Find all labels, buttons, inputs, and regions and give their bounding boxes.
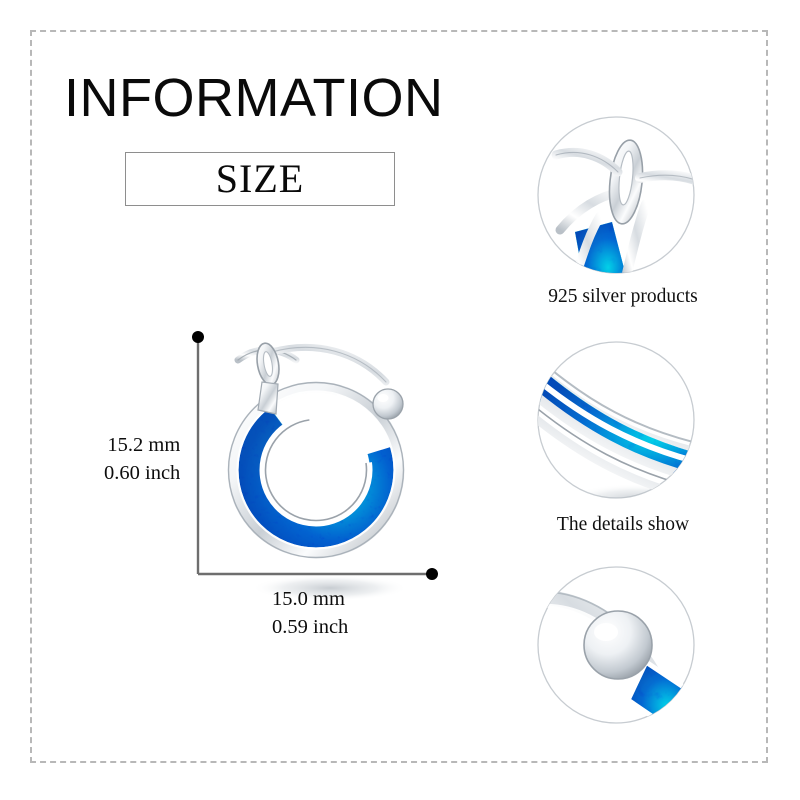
height-dimension-inch: 0.60 inch — [104, 461, 181, 484]
detail-caption-inlay: The details show — [556, 514, 690, 535]
opal-inlay-channel — [238, 392, 394, 548]
width-dimension-mm: 15.0 mm — [272, 588, 345, 610]
width-dimension-inch: 0.59 inch — [272, 615, 349, 638]
width-dimension-label: 15.0 mm 0.59 inch — [272, 586, 348, 641]
hoop-inner-hairline — [264, 418, 368, 522]
main-product-illustration — [192, 331, 438, 601]
dimension-guides — [192, 331, 438, 580]
hoop-outer-highlight — [236, 390, 396, 550]
size-section-box: SIZE — [125, 152, 395, 206]
page-title: INFORMATION — [64, 68, 444, 128]
detail-photo-clasp — [537, 116, 695, 274]
height-dimension-mm: 15.2 mm — [107, 434, 181, 456]
size-section-label: SIZE — [215, 156, 305, 201]
width-guide-endpoint — [426, 568, 438, 580]
height-dimension-label: 15.2 mm 0.60 inch — [104, 432, 180, 487]
height-guide-endpoint — [192, 331, 204, 343]
hoop-inner-edge — [259, 413, 373, 527]
detail-photo-inlay — [537, 341, 695, 499]
detail-photo-bead — [537, 566, 695, 724]
dashed-border-frame — [30, 30, 768, 763]
hoop-open-gap — [237, 391, 395, 549]
detail-caption-clasp: 925 silver products — [548, 286, 698, 307]
silver-ball-bead — [372, 388, 404, 420]
hinged-clasp — [234, 342, 390, 415]
hoop-outer-hairline — [227, 381, 405, 559]
hoop-outer-band — [227, 381, 405, 559]
